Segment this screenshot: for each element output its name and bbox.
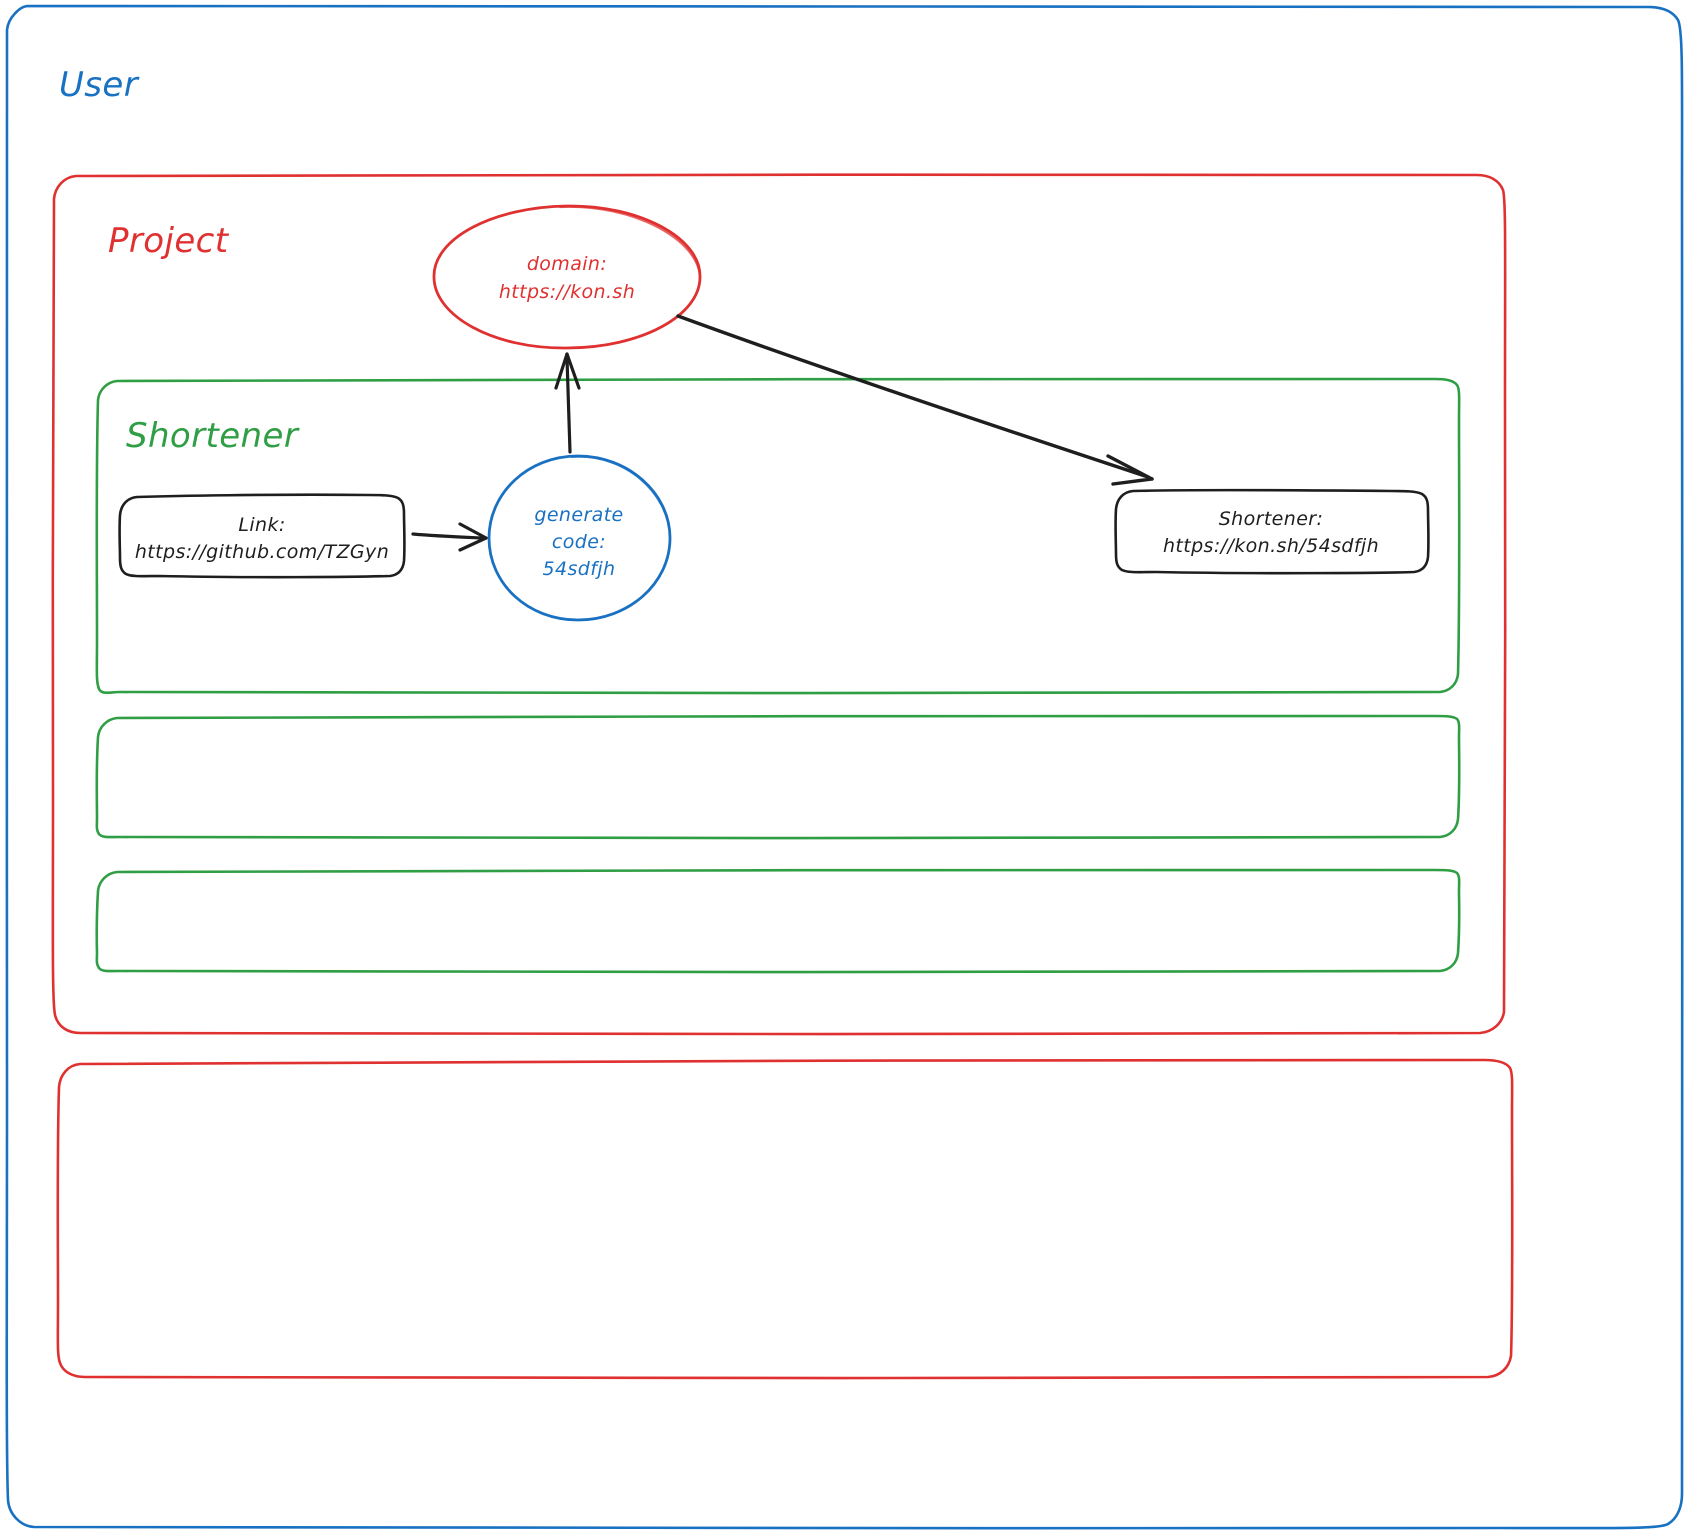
group-empty-green-1[interactable]	[95, 714, 1461, 840]
group-empty-red[interactable]	[56, 1058, 1514, 1380]
group-empty-green-2[interactable]	[95, 868, 1461, 974]
group-shortener-frame[interactable]	[95, 377, 1461, 695]
node-generate-line2: code:	[552, 531, 606, 553]
node-shortened-box[interactable]	[1114, 488, 1430, 575]
node-domain-line1: domain:	[527, 253, 607, 275]
node-domain-line2: https://kon.sh	[499, 281, 635, 303]
node-domain-ellipse[interactable]	[432, 204, 702, 350]
arrow-link-to-generate	[411, 522, 488, 552]
group-label-shortener: Shortener	[126, 416, 300, 456]
node-link-line1: Link:	[238, 514, 285, 536]
group-project-frame[interactable]	[51, 173, 1507, 1036]
group-label-user: User	[59, 65, 140, 105]
node-shortened-line1: Shortener:	[1219, 508, 1324, 530]
group-user-frame[interactable]	[5, 4, 1684, 1530]
node-generate-line3: 54sdfjh	[543, 558, 616, 580]
node-link-box[interactable]	[118, 493, 406, 579]
arrow-generate-to-domain	[554, 352, 581, 454]
node-link-line2: https://github.com/TZGyn	[135, 541, 389, 563]
node-shortened-line2: https://kon.sh/54sdfjh	[1163, 535, 1379, 557]
group-label-project: Project	[108, 221, 230, 261]
node-generate-line1: generate	[534, 504, 623, 526]
arrow-domain-to-shortened	[676, 314, 1154, 486]
node-generate-code-circle[interactable]	[487, 454, 672, 622]
